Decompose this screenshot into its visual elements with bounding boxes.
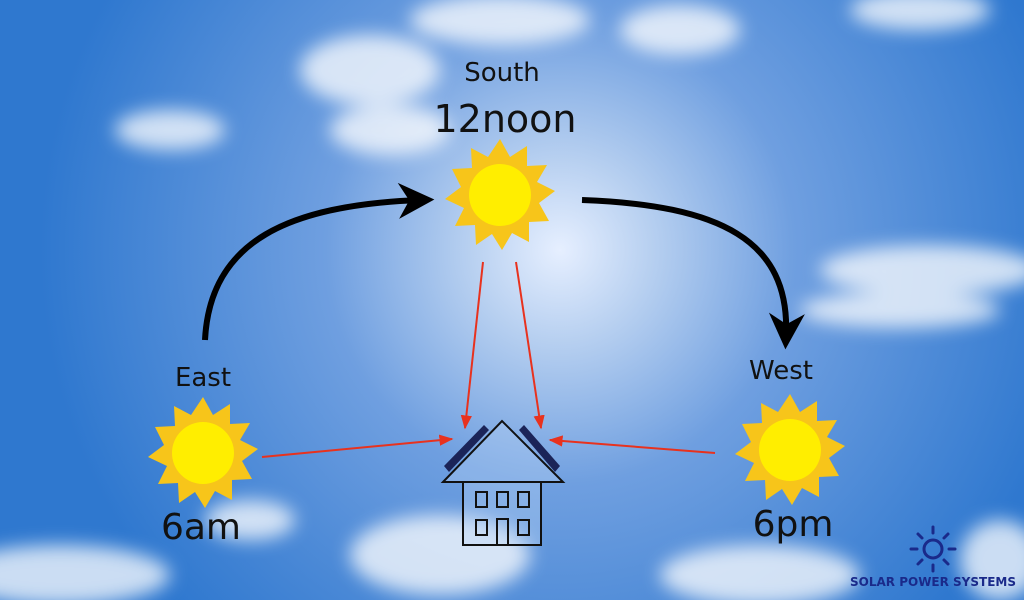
sun-icon	[909, 525, 957, 573]
evening-path-arrow	[581, 197, 805, 350]
solar-panels	[444, 425, 560, 472]
solar-panel-left	[444, 425, 489, 472]
label-6pm: 6pm	[753, 504, 834, 545]
south-ray-arrow-right	[515, 261, 545, 430]
west-ray-arrow	[548, 435, 716, 454]
house-icon	[440, 419, 566, 546]
label-south: South	[464, 58, 540, 88]
logo: SOLAR POWER SYSTEMS	[850, 525, 1016, 589]
solar-panel-right	[519, 425, 560, 472]
label-6am: 6am	[161, 507, 241, 548]
label-west: West	[749, 356, 813, 386]
south-ray-arrow-left	[460, 261, 484, 430]
east-ray-arrow	[261, 434, 454, 458]
logo-text: SOLAR POWER SYSTEMS	[850, 575, 1016, 589]
morning-path-arrow	[202, 182, 435, 341]
sun-ray-arrows	[261, 261, 716, 458]
label-east: East	[175, 363, 231, 393]
label-noon: 12noon	[433, 97, 576, 141]
